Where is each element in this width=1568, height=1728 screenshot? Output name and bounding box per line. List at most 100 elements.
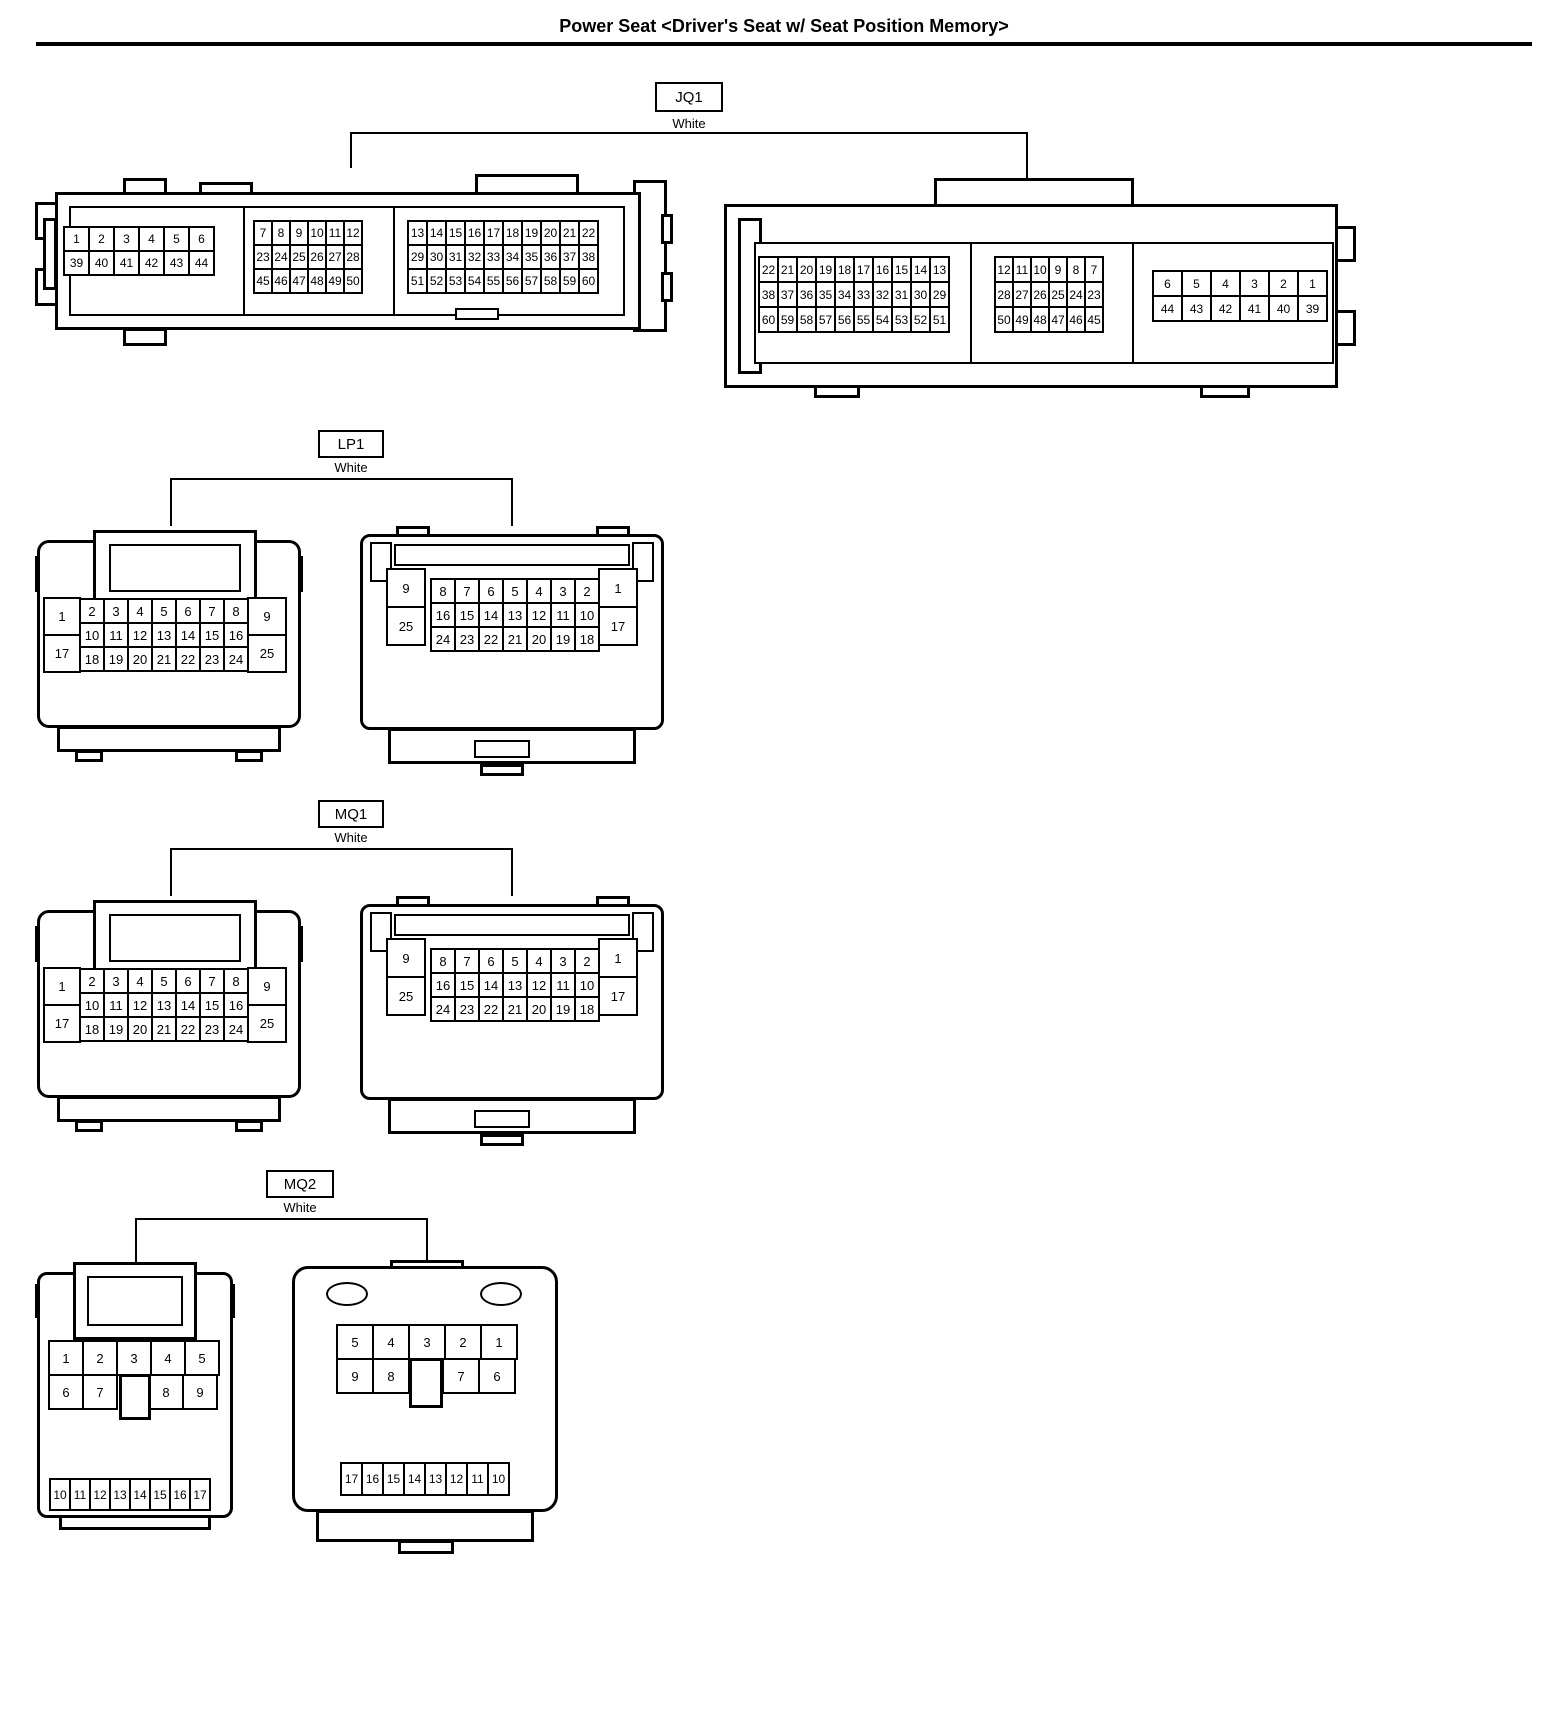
base-skirt [57,1096,281,1122]
pin-51: 51 [407,268,428,294]
latch-inner [109,544,241,592]
pin-32: 32 [464,244,485,270]
pin-35: 35 [521,244,542,270]
pin-52: 52 [426,268,447,294]
pin-6: 6 [48,1374,84,1410]
pin-3: 3 [103,968,129,994]
pin-13: 13 [502,972,528,998]
pin-8: 8 [223,598,249,624]
pin-3: 3 [116,1340,152,1376]
base-skirt [57,726,281,752]
pin-17: 17 [189,1478,211,1511]
pin-3: 3 [113,226,140,252]
pin-25: 25 [386,976,426,1016]
pin-2: 2 [574,578,600,604]
pin-2: 2 [574,948,600,974]
pin-57: 57 [815,306,836,333]
pin-22: 22 [578,220,599,246]
pin-9: 9 [386,568,426,608]
pin-9: 9 [386,938,426,978]
pin-27: 27 [1012,281,1032,308]
pin-12: 12 [343,220,363,246]
pin-56: 56 [502,268,523,294]
pin-12: 12 [127,622,153,648]
pin-16: 16 [223,992,249,1018]
pin-49: 49 [325,268,345,294]
pin-5: 5 [502,948,528,974]
connector-label-jq1: JQ1 [655,82,723,112]
pin-23: 23 [253,244,273,270]
pin-17: 17 [598,606,638,646]
pin-11: 11 [103,622,129,648]
pin-14: 14 [478,602,504,628]
pin-58: 58 [796,306,817,333]
pin-22: 22 [758,256,779,283]
pin-1: 1 [43,967,81,1006]
pin-36: 36 [796,281,817,308]
pin-5: 5 [1181,270,1212,297]
pin-8: 8 [430,948,456,974]
pin-7: 7 [199,968,225,994]
pin-53: 53 [445,268,466,294]
pin-17: 17 [43,634,81,673]
pin-23: 23 [454,996,480,1022]
pin-15: 15 [454,972,480,998]
pin-36: 36 [540,244,561,270]
connector-color-mq1: White [334,830,368,845]
pin-6: 6 [188,226,215,252]
screw-hole [326,1282,368,1306]
pin-14: 14 [478,972,504,998]
pin-14: 14 [129,1478,151,1511]
pin-21: 21 [151,1016,177,1042]
pin-54: 54 [872,306,893,333]
pin-4: 4 [1210,270,1241,297]
pin-6: 6 [175,968,201,994]
pin-3: 3 [550,948,576,974]
pin-10: 10 [574,602,600,628]
pin-19: 19 [550,996,576,1022]
pin-2: 2 [1268,270,1299,297]
callout-drop-mq2-left [135,1218,137,1262]
pin-4: 4 [526,948,552,974]
pin-60: 60 [758,306,779,333]
pin-16: 16 [430,602,456,628]
pin-23: 23 [199,1016,225,1042]
pin-20: 20 [127,1016,153,1042]
pin-18: 18 [834,256,855,283]
key-slot [455,308,499,320]
pin-2: 2 [88,226,115,252]
page-title: Power Seat <Driver's Seat w/ Seat Positi… [559,16,1009,36]
pin-60: 60 [578,268,599,294]
pin-1: 1 [1297,270,1328,297]
pin-6: 6 [478,948,504,974]
pin-24: 24 [223,1016,249,1042]
key-post [409,1358,443,1408]
pin-15: 15 [891,256,912,283]
latch-slot [394,544,630,566]
pin-12: 12 [526,602,552,628]
pin-16: 16 [464,220,485,246]
pin-10: 10 [49,1478,71,1511]
pin-9: 9 [336,1358,374,1394]
pin-44: 44 [188,250,215,276]
pin-10: 10 [307,220,327,246]
key-slot [474,740,530,758]
pin-20: 20 [796,256,817,283]
pin-15: 15 [445,220,466,246]
title-rule [36,42,1532,46]
pin-55: 55 [483,268,504,294]
pin-20: 20 [526,626,552,652]
pin-19: 19 [103,1016,129,1042]
screw-hole [480,1282,522,1306]
pin-12: 12 [994,256,1014,283]
